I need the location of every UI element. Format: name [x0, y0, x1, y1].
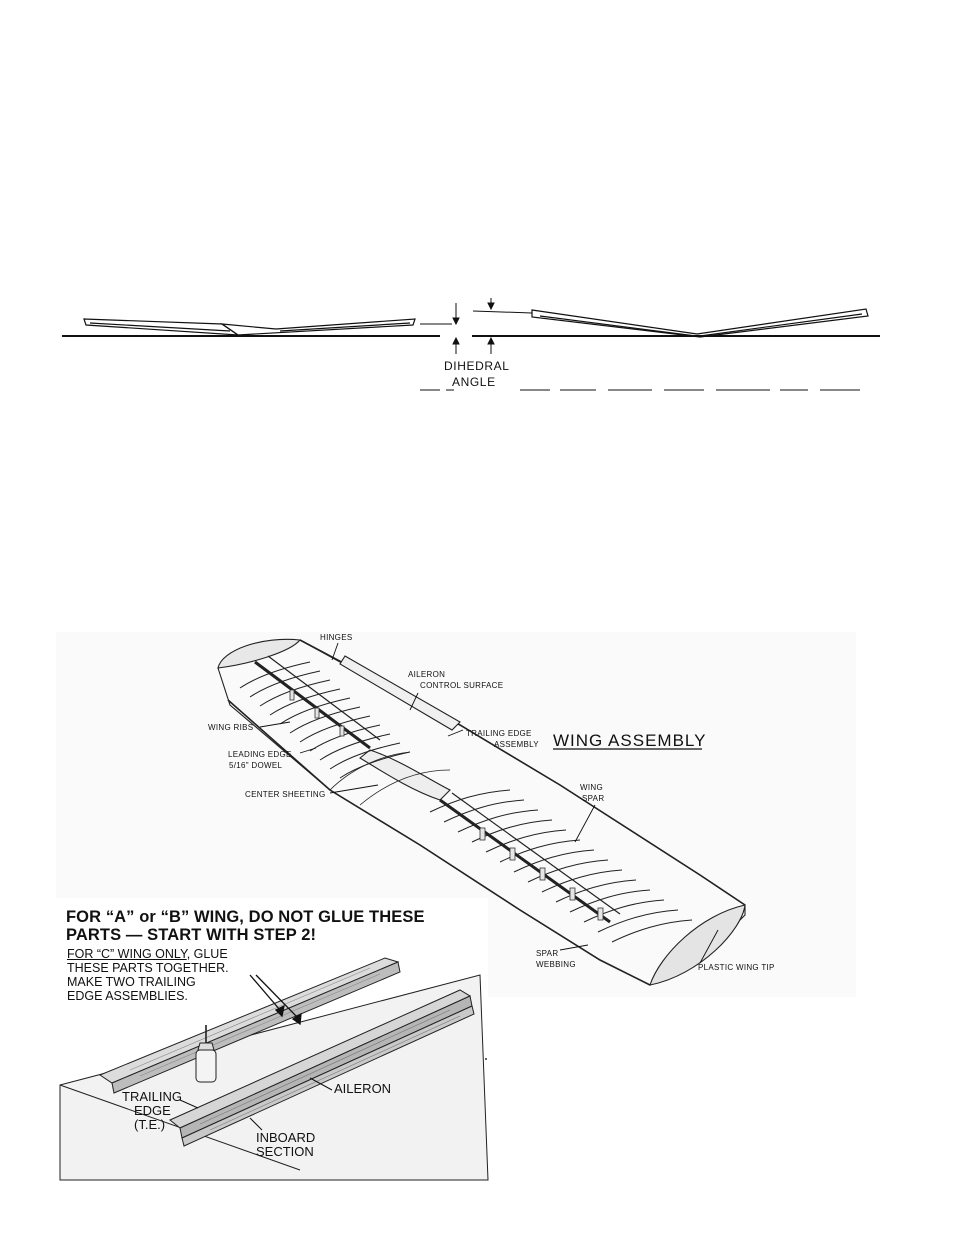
label-hinges: HINGES — [320, 633, 352, 642]
leading-edge — [227, 699, 651, 986]
right-wing-dihedral — [531, 308, 869, 338]
label-leading-edge-line1: LEADING EDGE — [228, 750, 292, 759]
spar-webbing — [289, 689, 604, 921]
leader-lines — [259, 642, 719, 964]
label-wing-spar-line1: WING — [580, 783, 603, 792]
step-heading-line1: FOR “A” or “B” WING, DO NOT GLUE THESE — [66, 908, 425, 926]
wing-ribs-left — [239, 661, 411, 779]
dihedral-label-line2: ANGLE — [452, 375, 496, 389]
label-plastic-wing-tip: PLASTIC WING TIP — [698, 963, 775, 972]
label-spar-webbing-line2: WEBBING — [536, 960, 576, 969]
center-sheeting — [359, 749, 451, 801]
label-aileron-line1: AILERON — [408, 670, 445, 679]
label-wing-ribs: WING RIBS — [208, 723, 253, 732]
left-wing-tip — [217, 638, 302, 669]
label-trailing-edge-line2: ASSEMBLY — [494, 740, 539, 749]
wing-spar-right — [439, 798, 611, 924]
wing-spar-left — [254, 660, 371, 750]
cropped-text-fragment — [420, 389, 860, 391]
dihedral-arrows — [420, 298, 533, 354]
trailing-edge-step-panel: FOR “A” or “B” WING, DO NOT GLUE THESE P… — [56, 898, 488, 1180]
step-heading-line2: PARTS — START WITH STEP 2! — [66, 926, 317, 944]
plastic-wing-tip — [649, 904, 746, 986]
dihedral-diagram: DIHEDRAL ANGLE — [62, 298, 880, 391]
label-aileron-line2: CONTROL SURFACE — [420, 681, 503, 690]
left-wing-flat — [83, 318, 416, 336]
step-note-line2: THESE PARTS TOGETHER. — [67, 961, 229, 975]
step-note-underlined: FOR “C” WING ONLY — [67, 947, 187, 961]
label-wing-spar-line2: SPAR — [582, 794, 604, 803]
label-trailing-edge-line1: TRAILING EDGE — [466, 729, 532, 738]
step-note-rest: , GLUE — [186, 947, 228, 961]
wing-ribs-right — [429, 789, 693, 943]
step-note-line3: MAKE TWO TRAILING — [67, 975, 196, 989]
step-note-line4: EDGE ASSEMBLIES. — [67, 989, 188, 1003]
label-center-sheeting: CENTER SHEETING — [245, 790, 326, 799]
label-spar-webbing-line1: SPAR — [536, 949, 558, 958]
wing-assembly-title: WING ASSEMBLY — [553, 731, 706, 750]
step-note: FOR “C” WING ONLY, GLUE — [67, 947, 228, 961]
dihedral-label-line1: DIHEDRAL — [444, 359, 509, 373]
aileron-control-surface — [339, 655, 461, 731]
label-leading-edge-line2: 5/16" DOWEL — [229, 761, 283, 770]
